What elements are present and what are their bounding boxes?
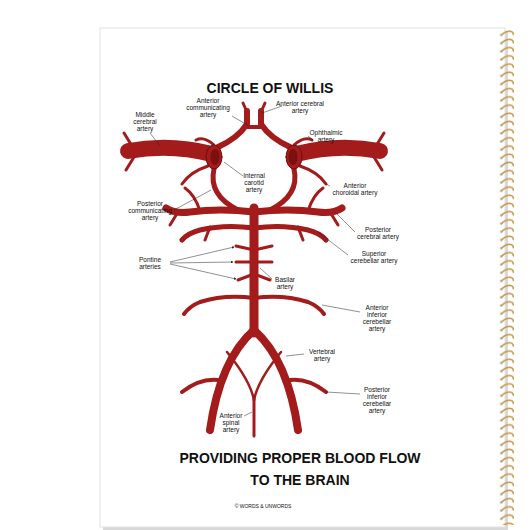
artery-label: Posterior cerebral artery <box>356 226 401 240</box>
basilar-vessel <box>250 208 259 333</box>
left-arteries <box>124 103 254 430</box>
circle-of-willis <box>124 103 384 436</box>
anterior-communicating-vessel <box>247 125 261 129</box>
leader-line <box>150 133 160 146</box>
artery-label: Vertebral artery <box>306 348 338 362</box>
right-arteries <box>254 103 384 430</box>
artery-label: Pontine arteries <box>135 256 165 270</box>
artery-label: Posterior communicating artery <box>127 200 173 221</box>
artery-label: Anterior spinal artery <box>216 412 246 433</box>
anterior-spinal-vessel <box>253 398 256 436</box>
artery-label: Anterior cerebral artery <box>274 100 326 114</box>
leader-line <box>224 162 243 176</box>
leader-line <box>260 268 272 279</box>
artery-label: Middle cerebral artery <box>133 111 158 132</box>
leader-line <box>244 412 252 416</box>
caption-text: PROVIDING PROPER BLOOD FLOW TO THE BRAIN <box>173 447 428 491</box>
leader-lines <box>150 106 360 416</box>
pointer-arrow <box>170 247 234 262</box>
artery-label: Superior cerebellar artery <box>349 250 399 264</box>
artery-label: Ophthalmic artery <box>308 129 344 143</box>
pointer-arrow <box>170 262 233 263</box>
leader-line <box>335 212 355 232</box>
leader-line <box>308 136 313 140</box>
leader-line <box>174 190 211 210</box>
artery-label: Internal carotid artery <box>242 172 266 193</box>
title-heading: CIRCLE OF WILLIS <box>170 80 370 97</box>
leader-line <box>262 106 282 113</box>
artery-label: Anterior inferior cerebellar artery <box>361 304 393 332</box>
artery-label: Anterior communicating artery <box>185 97 231 118</box>
leader-line <box>322 305 360 312</box>
leader-line <box>326 392 360 394</box>
leader-line <box>286 354 304 356</box>
pointer-arrow <box>170 264 236 279</box>
leader-line <box>326 184 330 186</box>
leader-line <box>232 116 249 126</box>
artery-label: Basilar artery <box>273 276 298 290</box>
copyright-note: © WORDS & UNWORDS <box>223 503 303 510</box>
leader-line <box>318 232 348 255</box>
spiral-binding <box>496 30 518 525</box>
notebook-cover <box>100 28 505 527</box>
artery-label: Anterior choroidal artery <box>332 182 379 196</box>
artery-label: Posterior inferior cerebellar artery <box>361 386 393 414</box>
